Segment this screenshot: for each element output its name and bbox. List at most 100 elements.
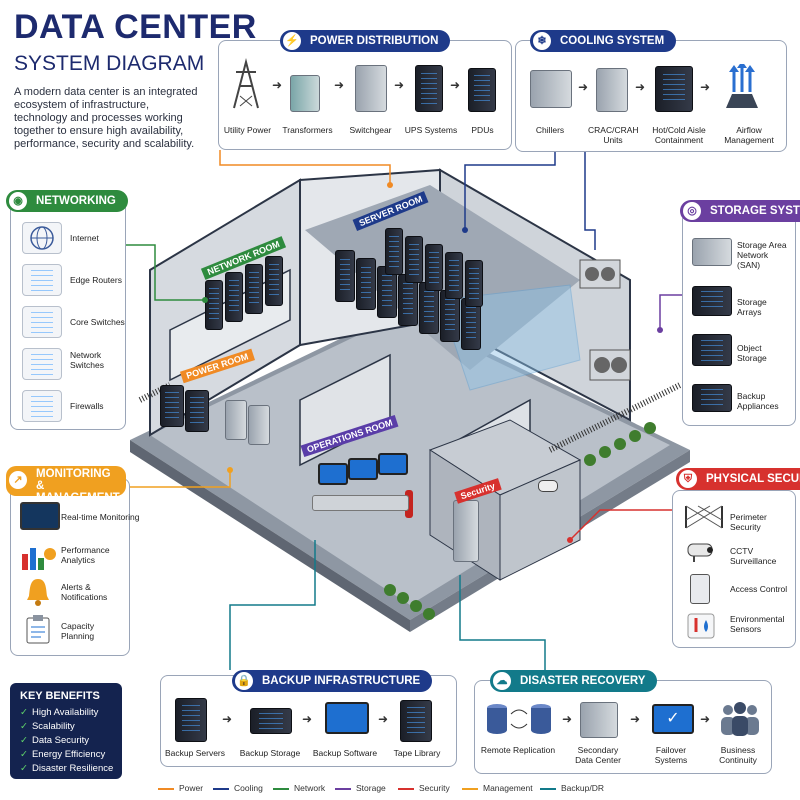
monitoring-item: Alerts & Notifications	[61, 582, 108, 602]
check-icon: ✓	[20, 707, 28, 718]
dr-item: Secondary Data Center	[575, 745, 621, 765]
network-rack	[265, 256, 283, 306]
tape-library-icon	[400, 700, 432, 742]
core-switch-icon	[22, 306, 62, 338]
server-rack	[398, 274, 418, 326]
intro-text: A modern data center is an integrated ec…	[14, 86, 198, 150]
backup-item: Backup Software	[312, 748, 378, 758]
ups-icon	[415, 65, 443, 112]
networking-title: NETWORKING	[36, 195, 116, 207]
lock-icon: 🔒	[235, 672, 253, 690]
arrow-icon: ➜	[378, 712, 389, 726]
backup-software-icon	[325, 702, 369, 734]
monitor-screen	[318, 463, 348, 485]
power-item: Transformers	[282, 125, 333, 135]
operations-desk	[312, 495, 409, 511]
legend-item-cooling: Cooling	[213, 783, 263, 793]
power-item: UPS Systems	[404, 125, 458, 135]
arrow-icon: ➜	[700, 80, 711, 94]
san-icon	[692, 238, 732, 266]
arrow-icon: ➜	[302, 712, 313, 726]
key-benefits-box: KEY BENEFITS ✓High Availability ✓Scalabi…	[10, 683, 122, 779]
backup-item: Backup Storage	[239, 748, 301, 758]
power-item: Switchgear	[349, 125, 392, 135]
legend-item-backup-dr: Backup/DR	[540, 783, 604, 793]
legend-item-storage: Storage	[335, 783, 386, 793]
sensor-icon	[687, 613, 715, 639]
benefit-item: ✓Data Security	[20, 735, 89, 746]
firewall-icon	[22, 390, 62, 422]
check-icon: ✓	[20, 763, 28, 774]
page-subtitle: SYSTEM DIAGRAM	[14, 52, 205, 75]
storage-item: Storage Arrays	[737, 297, 767, 317]
utility-tower-icon	[233, 58, 259, 109]
pdu-icon	[468, 68, 496, 112]
legend-item-management: Management	[462, 783, 533, 793]
cooling-item: Hot/Cold Aisle Containment	[652, 125, 706, 145]
server-rack	[405, 236, 423, 283]
storage-system-header: ◎ STORAGE SYSTEM	[680, 200, 800, 222]
clipboard-icon	[26, 615, 50, 644]
crac-unit-icon	[596, 68, 628, 112]
security-title: PHYSICAL SECURITY	[706, 473, 800, 485]
network-switch-icon	[22, 348, 62, 380]
network-rack	[205, 280, 223, 330]
monitoring-item: Real-time Monitoring	[61, 512, 140, 522]
monitoring-header: ↗ MONITORING & MANAGEMENT	[6, 466, 126, 504]
cooling-item: CRAC/CRAH Units	[588, 125, 639, 145]
snowflake-icon: ❄	[533, 32, 551, 50]
networking-item: Internet	[70, 233, 99, 243]
arrow-icon: ➜	[630, 712, 641, 726]
storage-title: STORAGE SYSTEM	[710, 205, 800, 217]
transformer-icon	[290, 75, 320, 112]
monitoring-title: MONITORING & MANAGEMENT	[36, 468, 120, 504]
backup-infrastructure-header: 🔒 BACKUP INFRASTRUCTURE	[232, 670, 433, 692]
server-rack	[465, 260, 483, 307]
monitoring-screen-icon	[20, 502, 60, 530]
ups-cabinet	[185, 390, 209, 432]
cooling-item: Airflow Management	[724, 125, 774, 145]
ups-cabinet	[160, 385, 184, 427]
benefit-item: ✓High Availability	[20, 707, 99, 718]
arrow-icon: ➜	[272, 78, 283, 92]
lightning-icon: ⚡	[283, 32, 301, 50]
server-rack	[419, 282, 439, 334]
storage-item: Backup Appliances	[737, 391, 779, 411]
switchgear-cabinet	[248, 405, 270, 445]
arrow-icon: ➜	[222, 712, 233, 726]
networking-item: Network Switches	[70, 350, 105, 370]
legend-item-network: Network	[273, 783, 325, 793]
bell-icon	[27, 579, 49, 606]
cctv-icon	[687, 543, 713, 562]
access-control-icon	[690, 574, 710, 604]
arrow-icon: ➜	[578, 80, 589, 94]
networking-item: Core Switches	[70, 317, 125, 327]
edge-router-icon	[22, 264, 62, 296]
aisle-containment-icon	[655, 66, 693, 112]
check-icon: ✓	[20, 721, 28, 732]
cooling-system-header: ❄ COOLING SYSTEM	[530, 30, 677, 52]
power-item: Utility Power	[223, 125, 272, 135]
cooling-title: COOLING SYSTEM	[560, 35, 665, 47]
backup-item: Tape Library	[393, 748, 441, 758]
network-rack	[245, 264, 263, 314]
server-rack	[385, 228, 403, 275]
dr-title: DISASTER RECOVERY	[520, 675, 646, 687]
power-title: POWER DISTRIBUTION	[310, 35, 439, 47]
cloud-icon: ☁	[493, 672, 511, 690]
legend-item-power: Power	[158, 783, 203, 793]
cooling-item: Chillers	[535, 125, 565, 135]
network-icon: ◉	[9, 192, 27, 210]
secondary-datacenter-icon	[580, 702, 618, 738]
security-item: Environmental Sensors	[730, 614, 785, 634]
power-item: PDUs	[471, 125, 494, 135]
replication-icon	[487, 704, 551, 734]
security-item: Perimeter Security	[730, 512, 767, 532]
dr-item: Failover Systems	[654, 745, 688, 765]
cctv-camera-icon	[538, 480, 558, 492]
arrow-icon: ➜	[700, 712, 711, 726]
monitor-screen	[348, 458, 378, 480]
security-item: Access Control	[730, 584, 788, 594]
benefit-item: ✓Disaster Resilience	[20, 763, 114, 774]
